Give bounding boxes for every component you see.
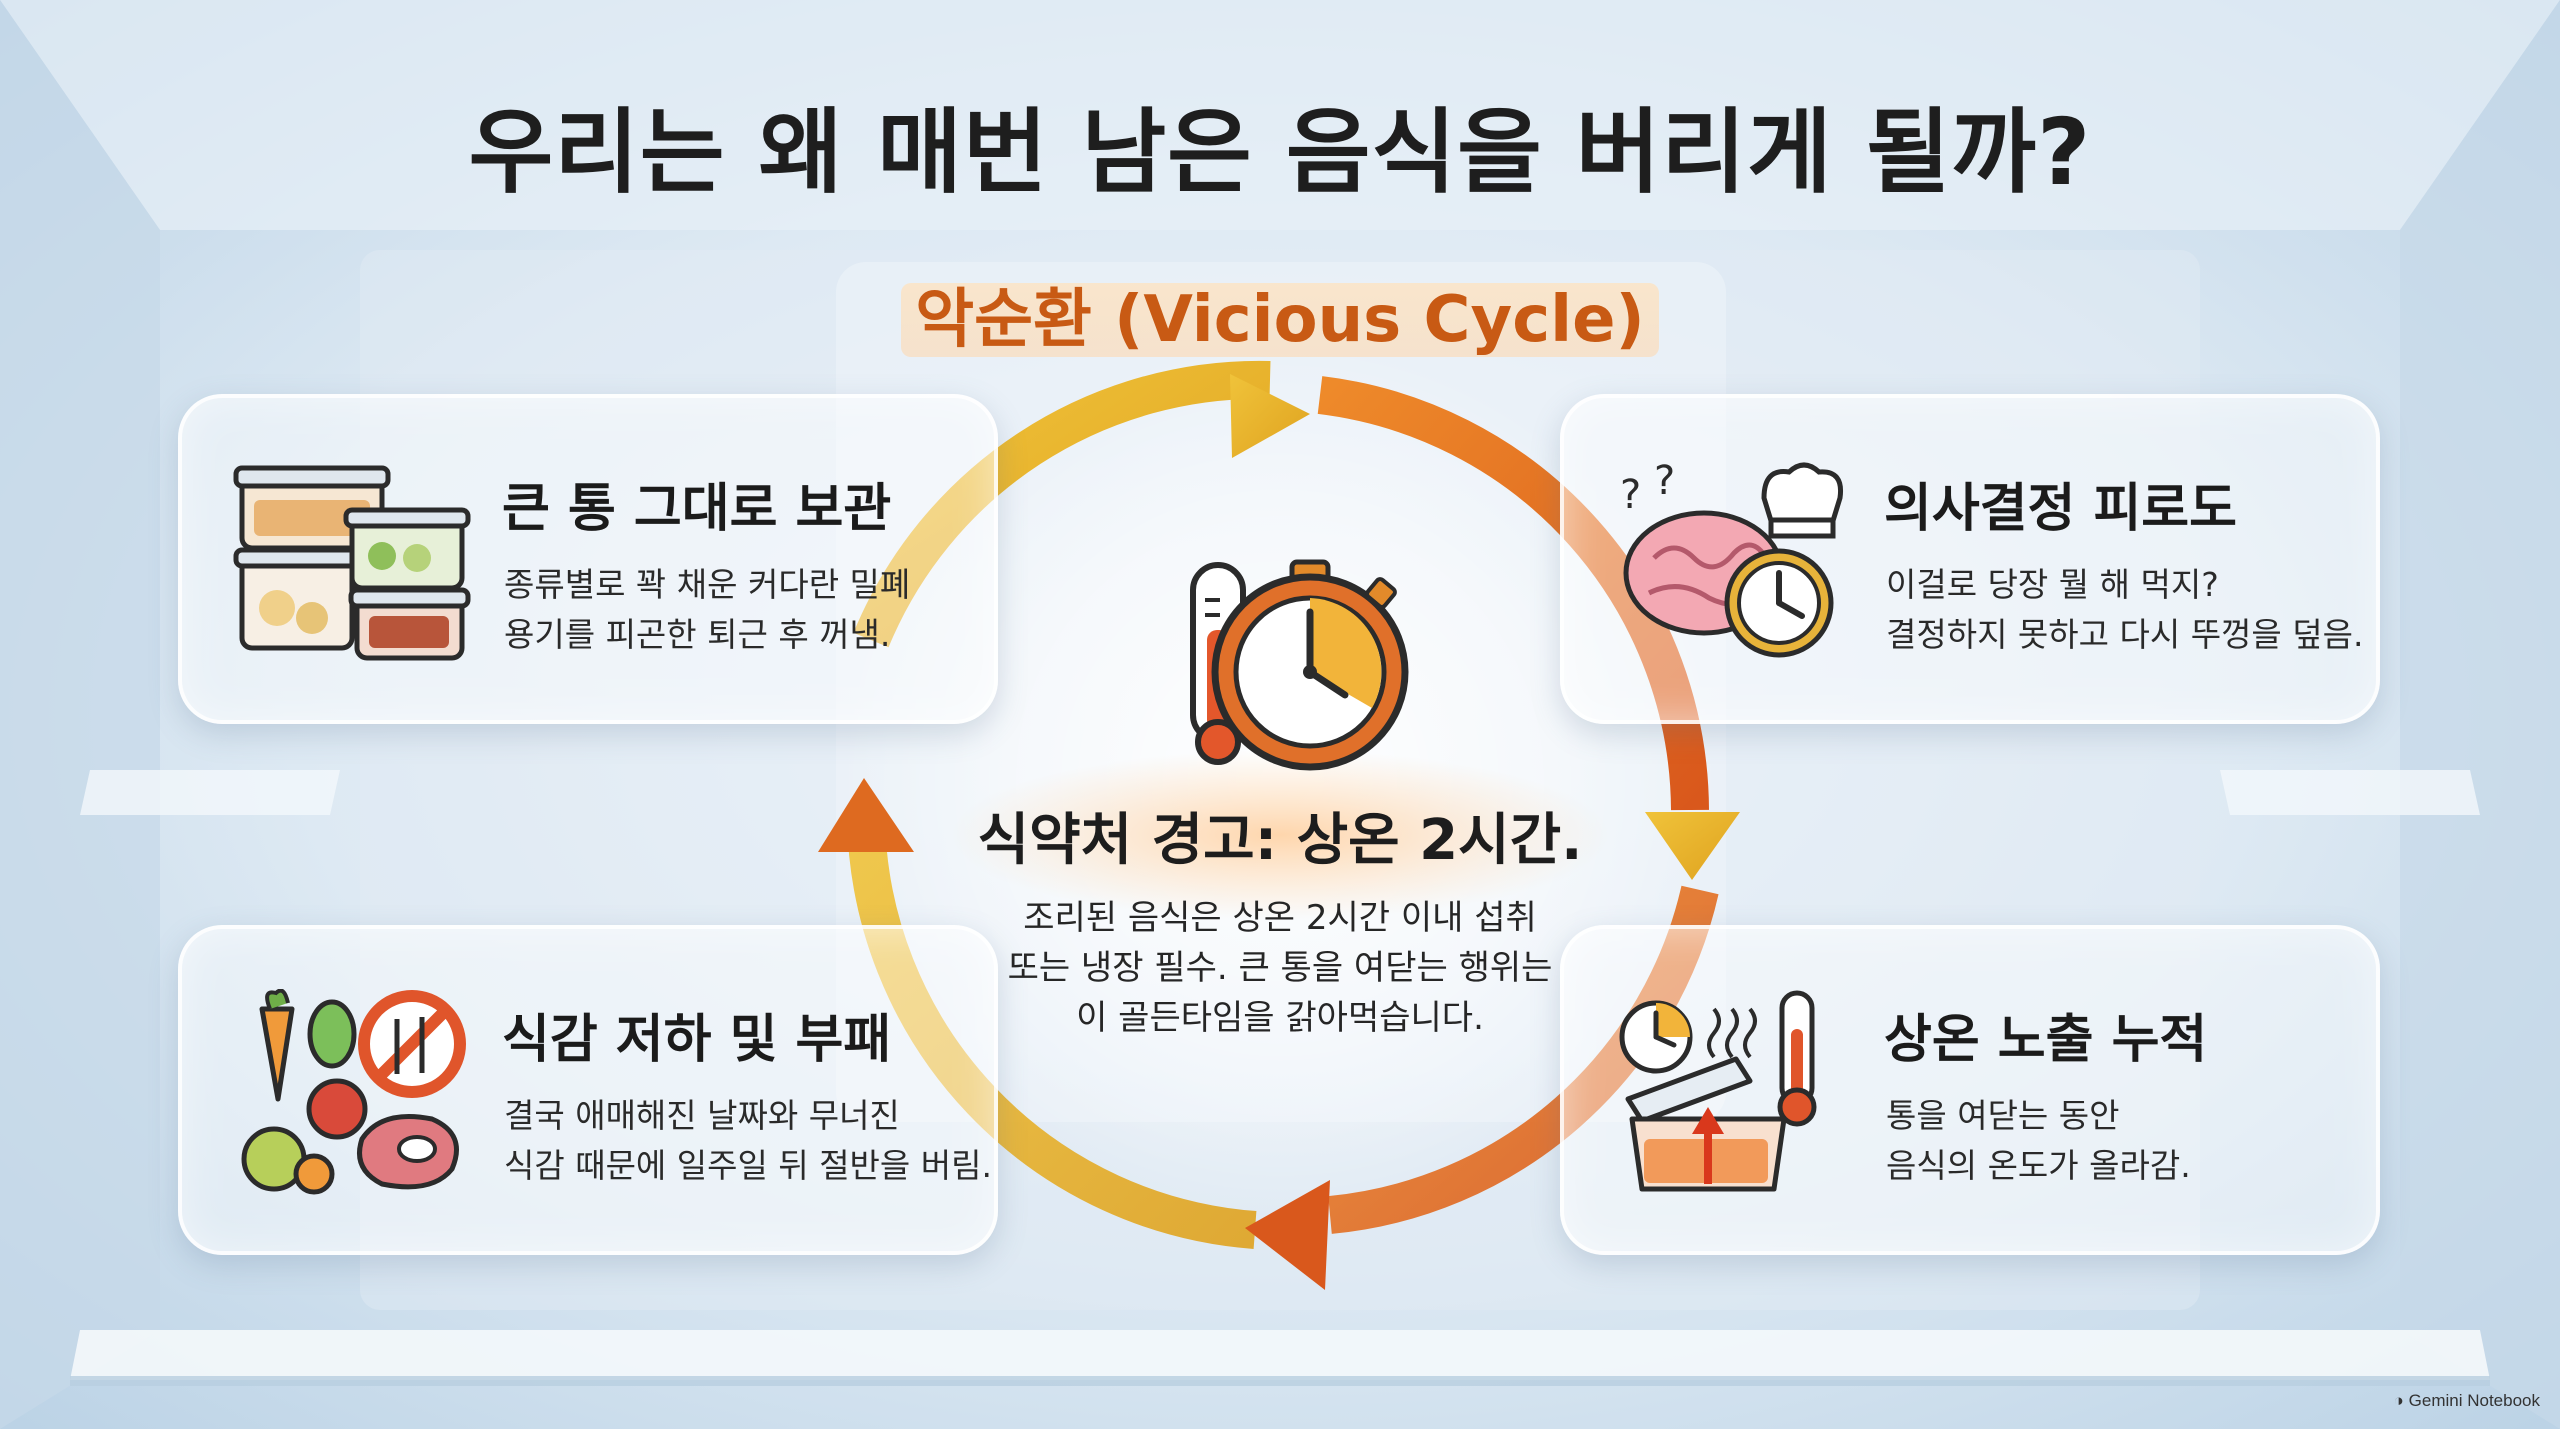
page-title: 우리는 왜 매번 남은 음식을 버리게 될까? [468, 99, 2092, 206]
arrowhead-right [1645, 812, 1740, 880]
card-decision-fatigue: ? ? 의사결정 피로도 이걸로 당장 뭘 해 먹지? 결정하지 못하고 다시 … [1560, 394, 2380, 724]
arc-bottom-left [847, 819, 1257, 1249]
center-warning-description: 조리된 음식은 상온 2시간 이내 섭취 또는 냉장 필수. 큰 통을 여닫는 … [1007, 898, 1553, 1038]
card-title: 큰 통 그대로 보관 [502, 479, 892, 539]
card-texture-spoilage: 식감 저하 및 부패 결국 애매해진 날짜와 무너진 식감 때문에 일주일 뒤 … [178, 925, 998, 1255]
card-title: 식감 저하 및 부패 [502, 1010, 892, 1070]
vicious-cycle-label: 악순환 (Vicious Cycle) [0, 268, 2560, 360]
arrowhead-bottom [1245, 1180, 1330, 1290]
card-description: 이걸로 당장 뭘 해 먹지? 결정하지 못하고 다시 뚜껑을 덮음. [1886, 565, 2364, 654]
temperature-container-icon [1619, 990, 1817, 1192]
svg-text:?: ? [1654, 458, 1675, 504]
card-large-container-storage: 큰 통 그대로 보관 종류별로 꽉 채운 커다란 밀폐 용기를 피곤한 퇴근 후… [178, 394, 998, 724]
card-description: 통을 여닫는 동안 음식의 온도가 올라감. [1886, 1096, 2191, 1185]
arc-bottom-right [1328, 885, 1719, 1234]
arrowhead-top [1230, 374, 1310, 458]
card-title: 상온 노출 누적 [1884, 1010, 2208, 1070]
card-description: 결국 애매해진 날짜와 무너진 식감 때문에 일주일 뒤 절반을 버림. [504, 1096, 992, 1185]
thermometer-stopwatch-icon [1190, 559, 1409, 771]
card-room-temperature-exposure: 상온 노출 누적 통을 여닫는 동안 음식의 온도가 올라감. [1560, 925, 2380, 1255]
brand-watermark: ◑ Gemini Notebook [2393, 1391, 2540, 1410]
card-title: 의사결정 피로도 [1884, 479, 2237, 539]
arrowhead-left [818, 778, 914, 852]
brain-chef-clock-icon: ? ? [1620, 458, 1844, 658]
gemini-logo-icon: ◑ [2393, 1391, 2409, 1410]
svg-text:?: ? [1620, 472, 1641, 518]
center-warning-title: 식약처 경고: 상온 2시간. [977, 808, 1583, 873]
arc-top-left [853, 360, 1271, 648]
food-containers-icon [233, 465, 471, 661]
spoiled-food-icon [241, 989, 466, 1195]
card-description: 종류별로 꽉 채운 커다란 밀폐 용기를 피곤한 퇴근 후 꺼냄. [504, 565, 911, 654]
